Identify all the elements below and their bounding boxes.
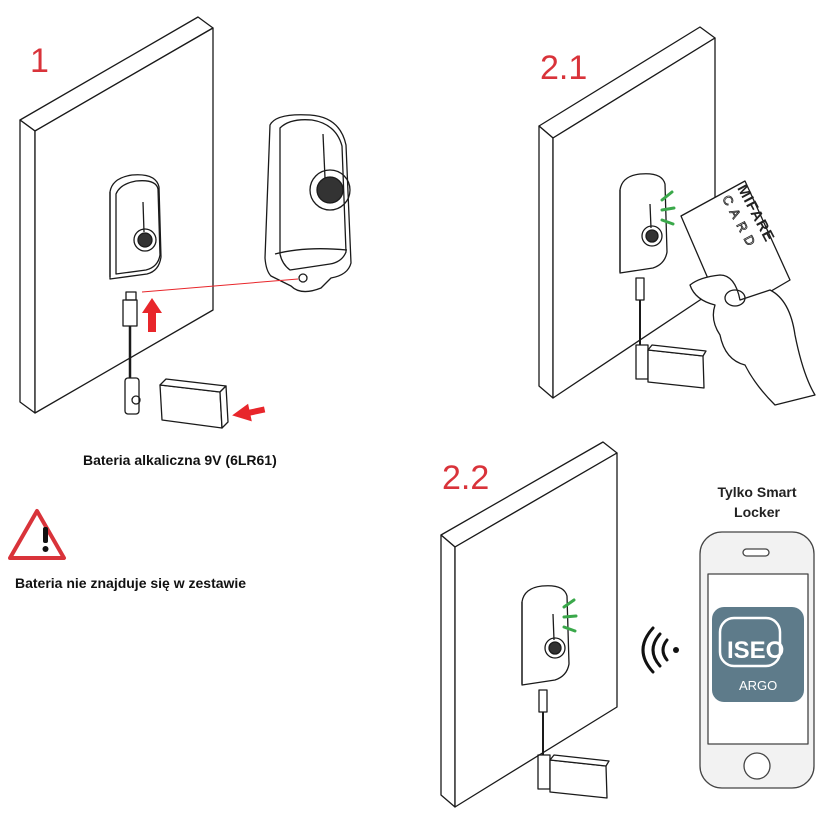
- app-title-line1: Tylko Smart: [717, 484, 797, 500]
- iseo-argo-app-icon: ISEO ARGO: [712, 607, 804, 702]
- step-number-2-1: 2.1: [540, 49, 588, 87]
- battery-caption: Bateria alkaliczna 9V (6LR61): [83, 452, 277, 468]
- app-title: Tylko Smart Locker: [687, 483, 827, 522]
- lock-reader-step2-2: [521, 585, 570, 755]
- svg-text:ISEO: ISEO: [727, 637, 784, 664]
- step-number-2-2: 2.2: [442, 459, 490, 497]
- hand-holding-card: [689, 274, 816, 406]
- lock-reader-mounted-step1: [109, 174, 162, 280]
- arrow-icons: [142, 298, 266, 422]
- battery-9v-step1: [159, 378, 229, 429]
- up-arrow-icon: [142, 298, 162, 332]
- power-plug-cable-step1: [122, 291, 141, 415]
- battery-9v-step2-2: [537, 754, 610, 799]
- lock-reader-detail: [264, 114, 352, 293]
- app-title-line2: Locker: [734, 503, 780, 520]
- signal-lines-step2-1: [660, 190, 676, 226]
- svg-text:ARGO: ARGO: [739, 678, 777, 693]
- battery-9v-step2-1: [635, 344, 707, 389]
- wireless-signal-icon: [641, 626, 669, 674]
- lock-reader-step2-1: [619, 173, 668, 345]
- warning-triangle-icon: [8, 509, 66, 560]
- warning-text: Bateria nie znajduje się w zestawie: [15, 575, 247, 591]
- left-arrow-icon: [232, 403, 266, 422]
- signal-lines-step2-2: [562, 598, 578, 633]
- step-number-1: 1: [30, 42, 49, 80]
